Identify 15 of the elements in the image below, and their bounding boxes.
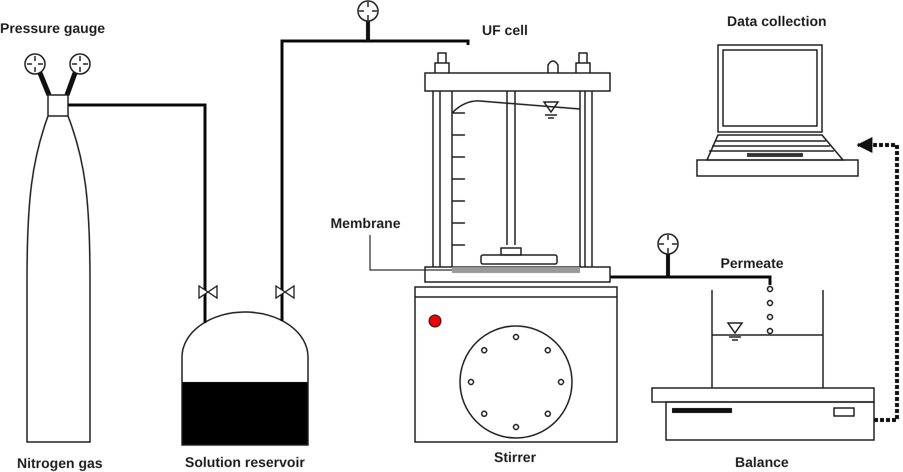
equipment-label: Nitrogen gas bbox=[17, 455, 103, 472]
equipment-label: Data collection bbox=[727, 13, 827, 30]
pipe bbox=[280, 40, 470, 312]
pipe bbox=[610, 276, 772, 285]
part-label: Membrane bbox=[330, 215, 401, 232]
membrane-strip bbox=[452, 267, 580, 273]
equipment-label: Solution reservoir bbox=[185, 454, 305, 471]
part-label: Pressure gauge bbox=[0, 20, 106, 37]
leader-line bbox=[370, 234, 452, 270]
equipment-label: Balance bbox=[735, 454, 789, 471]
equipment-label: Permeate bbox=[720, 255, 784, 272]
pipe bbox=[97, 104, 206, 312]
equipment-label: UF cell bbox=[482, 22, 528, 39]
equipment-label: Stirrer bbox=[494, 449, 536, 466]
signal-cable bbox=[856, 137, 899, 422]
